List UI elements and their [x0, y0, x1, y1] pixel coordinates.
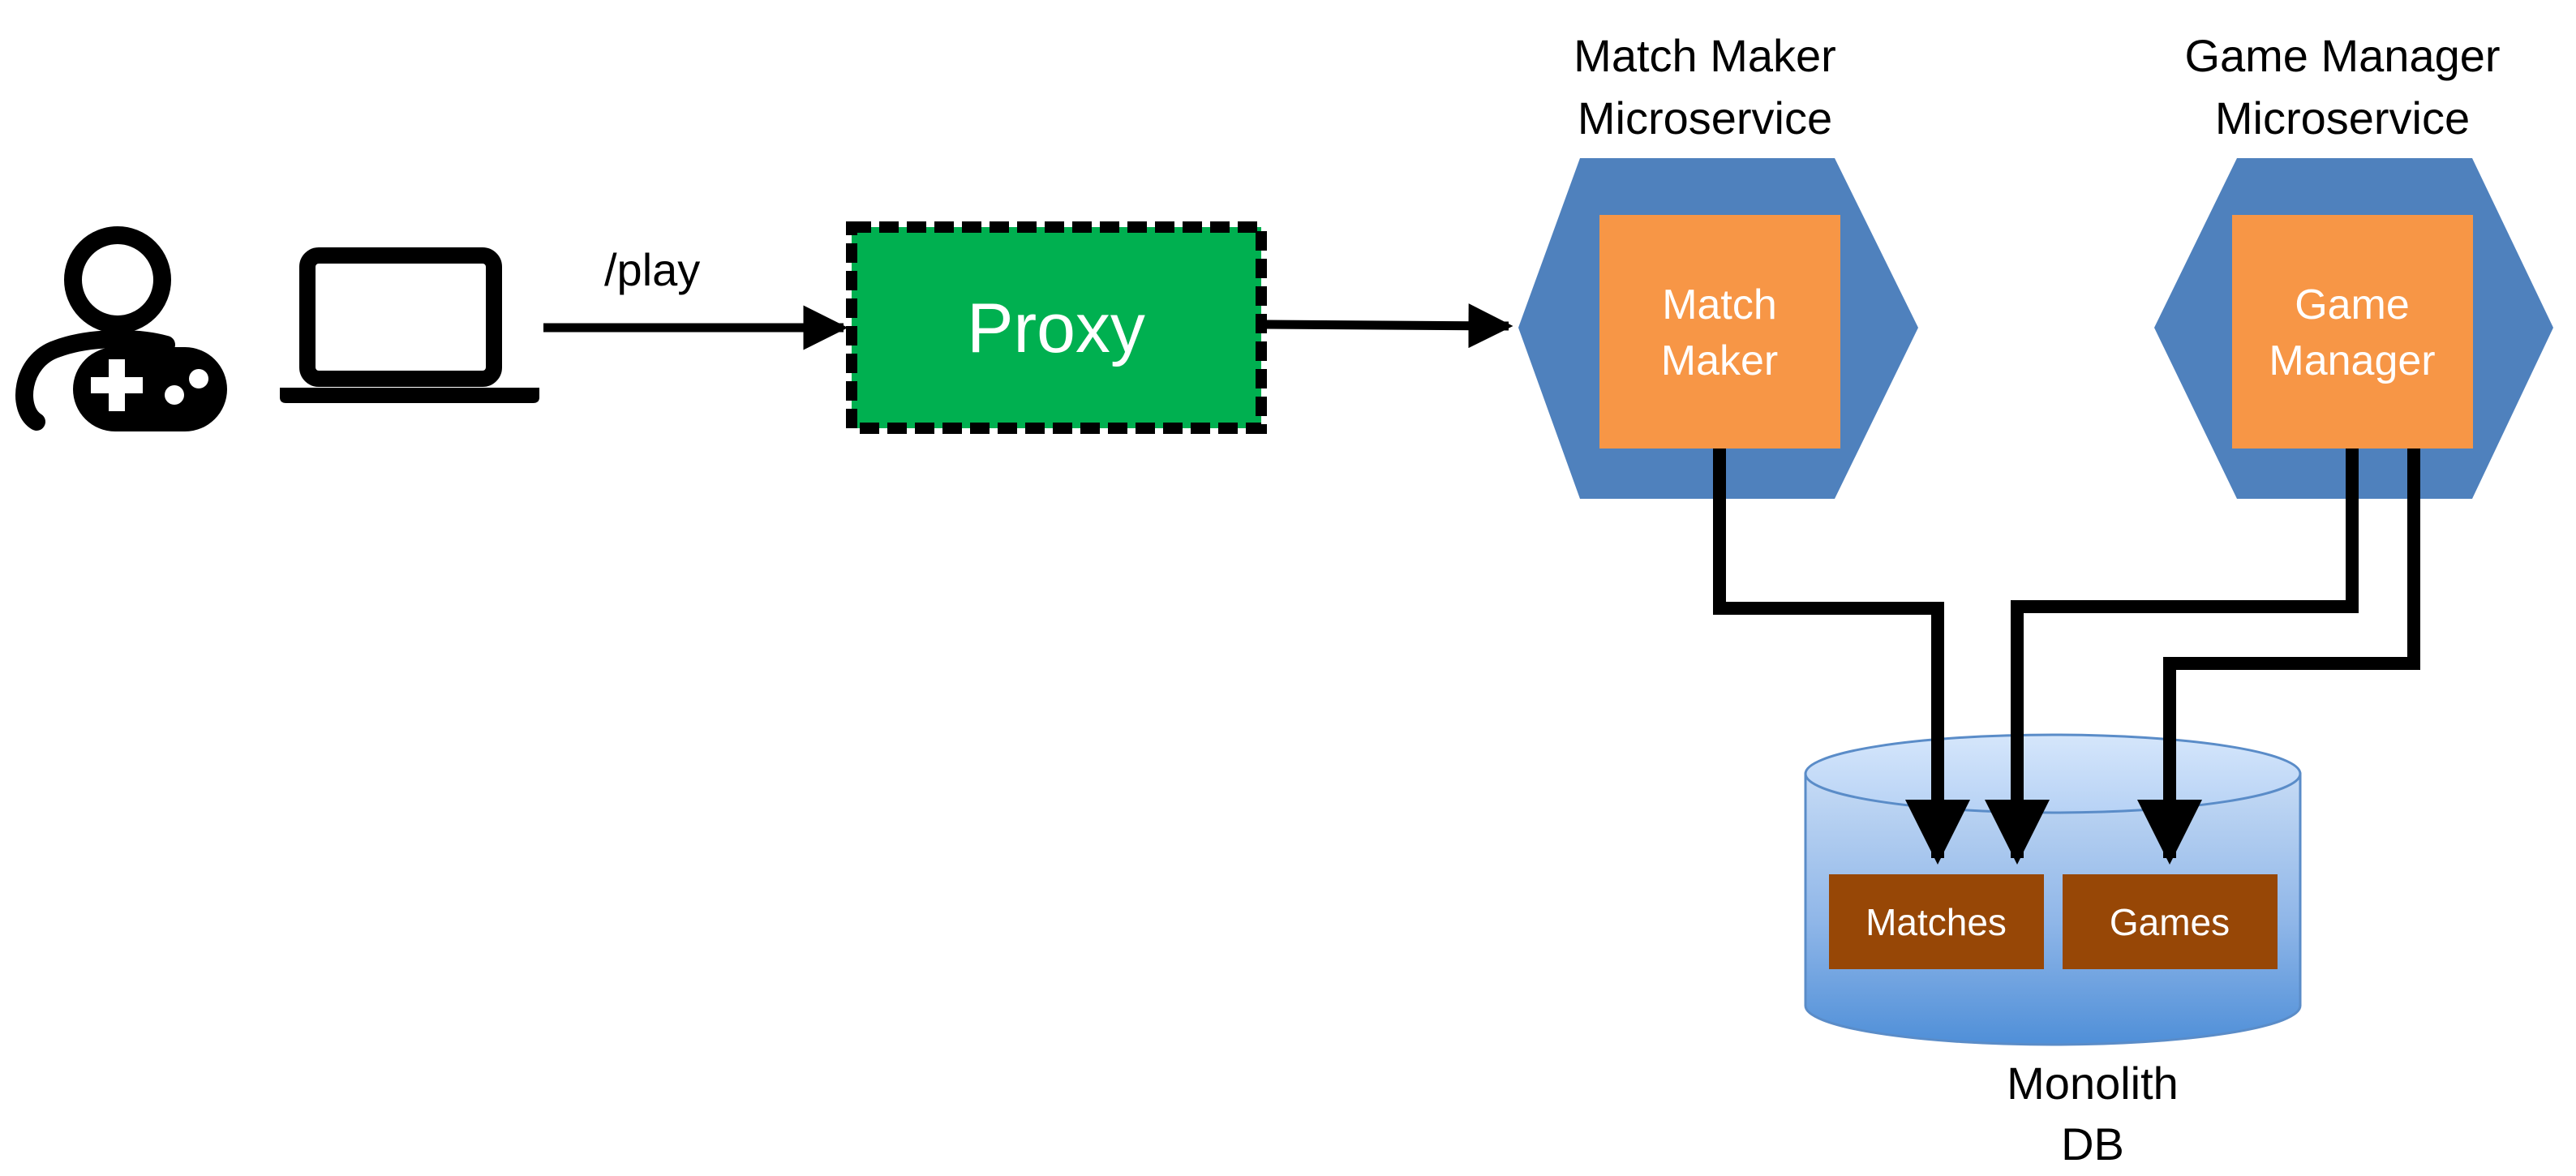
edge-gamemanager-to-games [2137, 449, 2420, 865]
proxy-node: Proxy [846, 221, 1267, 434]
edge-client-to-proxy: /play [543, 244, 848, 350]
db-title-line2: DB [2061, 1118, 2124, 1170]
proxy-label: Proxy [967, 290, 1145, 367]
table-games-label: Games [2110, 901, 2230, 943]
game-manager-box [2232, 215, 2473, 449]
edge-gamemanager-to-matches [1985, 449, 2359, 865]
game-manager-inner-line2: Manager [2269, 337, 2435, 384]
monolith-db: Matches Games Monolith DB [1804, 733, 2302, 1170]
match-maker-inner-line1: Match [1662, 281, 1777, 328]
edge-matchmaker-to-matches [1713, 449, 1970, 865]
table-matches-label: Matches [1865, 901, 2007, 943]
match-maker-inner-line2: Maker [1661, 337, 1778, 384]
match-maker-box [1599, 215, 1840, 449]
game-manager-title-line2: Microservice [2215, 92, 2470, 144]
db-title-line1: Monolith [2007, 1058, 2179, 1109]
laptop-icon [280, 247, 539, 403]
db-connectors [1713, 449, 2420, 865]
edge-proxy-to-matchmaker [1264, 303, 1513, 349]
game-manager-inner-line1: Game [2295, 281, 2410, 328]
game-manager-title-line1: Game Manager [2184, 30, 2500, 81]
gamer-icon [15, 226, 227, 431]
match-maker-title-line1: Match Maker [1574, 30, 1836, 81]
match-maker-microservice: Match Maker Microservice Match Maker [1518, 30, 1918, 499]
table-matches [1829, 874, 2044, 969]
match-maker-title-line2: Microservice [1578, 92, 1832, 144]
game-manager-microservice: Game Manager Microservice Game Manager [2154, 30, 2553, 499]
table-games [2063, 874, 2278, 969]
db-top [1804, 733, 2302, 814]
edge-label-play: /play [604, 244, 700, 295]
